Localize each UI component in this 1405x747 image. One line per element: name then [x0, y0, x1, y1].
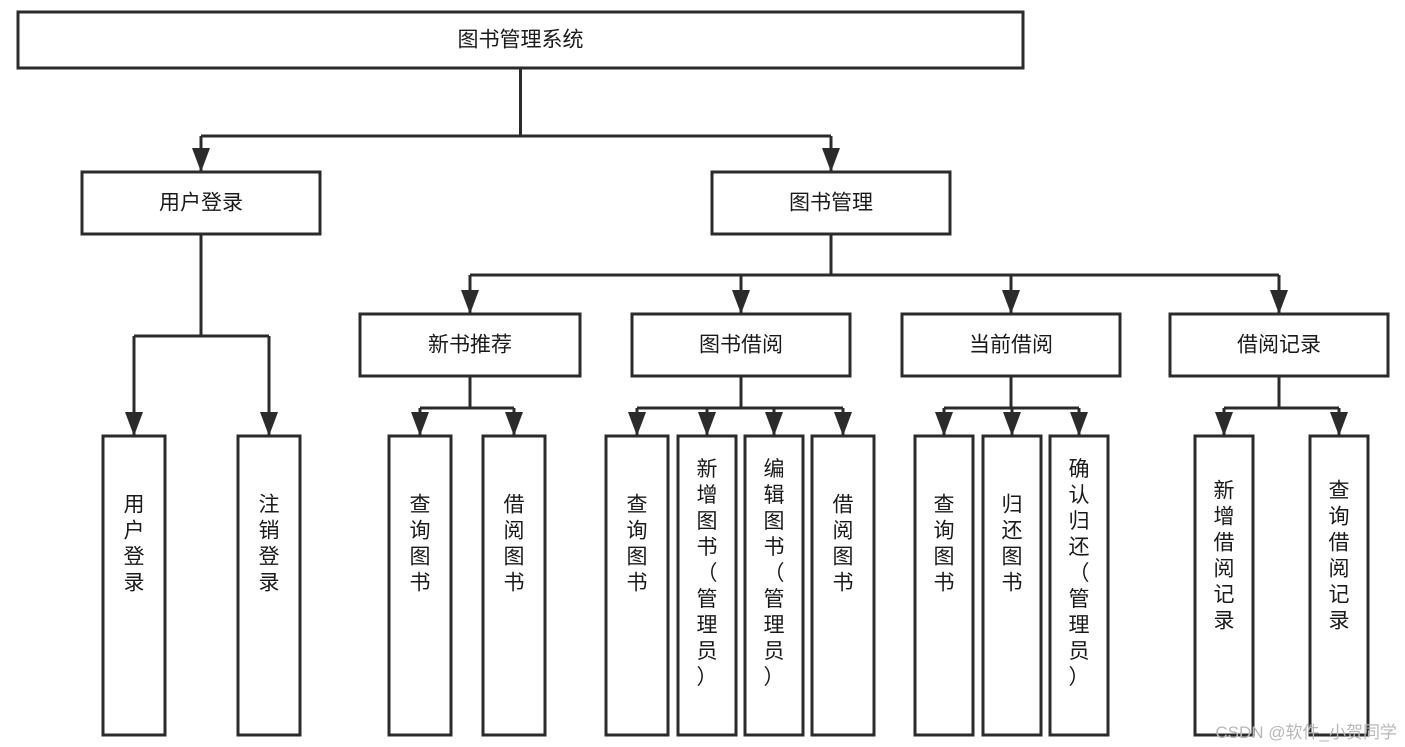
arrow-head-icon — [125, 412, 143, 436]
node-box — [1168, 312, 1390, 378]
node-box — [1308, 434, 1370, 737]
node-label: 借阅记录 — [1237, 334, 1321, 357]
node-leaf-query-book-3[interactable]: 查询图书 — [913, 434, 975, 737]
node-label: 图书管理系统 — [458, 29, 584, 52]
arrow-head-icon — [260, 412, 278, 436]
node-box — [16, 10, 1025, 70]
arrow-head-icon — [1330, 412, 1348, 436]
node-box — [1193, 434, 1255, 737]
node-box — [630, 312, 852, 378]
node-box — [604, 434, 670, 737]
arrow-head-icon — [192, 148, 210, 172]
node-box — [676, 434, 738, 737]
node-user-login[interactable]: 用户登录 — [80, 170, 322, 236]
node-leaf-borrow-book-2[interactable]: 借阅图书 — [810, 434, 876, 737]
node-box — [981, 434, 1043, 737]
node-leaf-query-book-2[interactable]: 查询图书 — [604, 434, 670, 737]
node-label: 用户登录 — [159, 192, 243, 215]
node-box — [1048, 434, 1110, 737]
node-boxes-layer: 图书管理系统用户登录图书管理新书推荐图书借阅当前借阅借阅记录用户登录注销登录查询… — [16, 10, 1390, 737]
node-label: 借阅图书 — [833, 494, 854, 595]
node-label: 当前借阅 — [969, 334, 1053, 357]
arrow-head-icon — [698, 412, 716, 436]
node-book-borrow[interactable]: 图书借阅 — [630, 312, 852, 378]
node-label: 编辑图书（管理员） — [764, 458, 785, 689]
arrow-head-icon — [1270, 290, 1288, 314]
node-label: 归还图书 — [1002, 494, 1023, 595]
node-label: 查询图书 — [410, 494, 431, 595]
node-leaf-query-record[interactable]: 查询借阅记录 — [1308, 434, 1370, 737]
arrow-head-icon — [1002, 290, 1020, 314]
arrow-head-icon — [1003, 412, 1021, 436]
node-box — [900, 312, 1122, 378]
node-leaf-borrow-book-1[interactable]: 借阅图书 — [481, 434, 547, 737]
node-box — [236, 434, 302, 737]
node-label: 注销登录 — [259, 494, 280, 595]
node-label: 图书管理 — [789, 192, 873, 215]
node-leaf-confirm-return[interactable]: 确认归还（管理员） — [1048, 434, 1110, 737]
node-label: 查询图书 — [627, 494, 648, 595]
node-label: 新增借阅记录 — [1214, 479, 1235, 632]
node-leaf-add-record[interactable]: 新增借阅记录 — [1193, 434, 1255, 737]
node-label: 确认归还（管理员） — [1069, 458, 1090, 689]
node-box — [358, 312, 582, 378]
node-label: 查询图书 — [934, 494, 955, 595]
arrow-head-icon — [505, 412, 523, 436]
node-leaf-user-logout[interactable]: 注销登录 — [236, 434, 302, 737]
node-box — [810, 434, 876, 737]
node-leaf-add-book[interactable]: 新增图书（管理员） — [676, 434, 738, 737]
node-box — [101, 434, 167, 737]
node-box — [710, 170, 952, 236]
arrow-head-icon — [935, 412, 953, 436]
node-leaf-query-book-1[interactable]: 查询图书 — [387, 434, 453, 737]
arrow-head-icon — [732, 290, 750, 314]
node-root[interactable]: 图书管理系统 — [16, 10, 1025, 70]
node-borrow-record[interactable]: 借阅记录 — [1168, 312, 1390, 378]
node-label: 新增图书（管理员） — [697, 458, 718, 689]
node-leaf-user-login[interactable]: 用户登录 — [101, 434, 167, 737]
node-box — [481, 434, 547, 737]
node-box — [913, 434, 975, 737]
node-box — [80, 170, 322, 236]
connector-links-layer — [125, 68, 1348, 436]
arrow-head-icon — [1070, 412, 1088, 436]
arrow-head-icon — [834, 412, 852, 436]
node-leaf-edit-book[interactable]: 编辑图书（管理员） — [743, 434, 805, 737]
arrow-head-icon — [461, 290, 479, 314]
node-leaf-return-book[interactable]: 归还图书 — [981, 434, 1043, 737]
node-label: 借阅图书 — [504, 494, 525, 595]
node-label: 查询借阅记录 — [1329, 479, 1350, 632]
node-current-borrow[interactable]: 当前借阅 — [900, 312, 1122, 378]
node-label: 新书推荐 — [428, 334, 512, 357]
node-label: 图书借阅 — [699, 334, 783, 357]
arrow-head-icon — [765, 412, 783, 436]
arrow-head-icon — [1215, 412, 1233, 436]
node-box — [387, 434, 453, 737]
arrow-head-icon — [628, 412, 646, 436]
arrow-head-icon — [411, 412, 429, 436]
arrow-head-icon — [822, 148, 840, 172]
node-new-book-recommend[interactable]: 新书推荐 — [358, 312, 582, 378]
node-box — [743, 434, 805, 737]
node-book-management[interactable]: 图书管理 — [710, 170, 952, 236]
node-label: 用户登录 — [124, 494, 145, 595]
